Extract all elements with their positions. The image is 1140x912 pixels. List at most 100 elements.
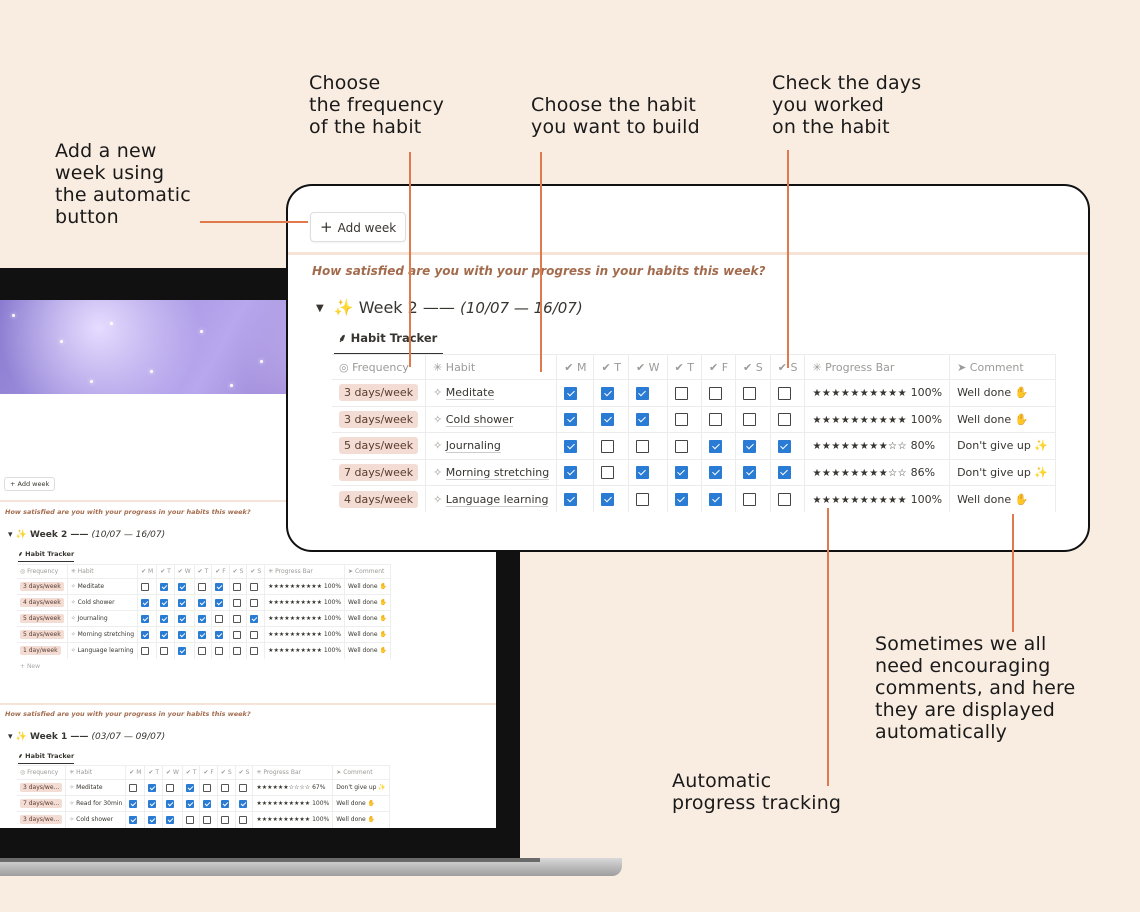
column-header[interactable]: ◎ Frequency [17,765,67,780]
column-header[interactable]: ✔ T [667,354,703,380]
tab-habit-tracker[interactable]: ⸙ Habit Tracker [18,549,75,562]
day-checkbox-cell[interactable] [182,795,201,812]
day-checkbox-cell[interactable] [174,594,195,611]
unchecked-checkbox[interactable] [250,598,259,607]
day-checkbox-cell[interactable] [667,485,703,512]
unchecked-checkbox[interactable] [635,492,649,506]
day-checkbox-cell[interactable] [144,779,163,796]
day-checkbox-cell[interactable] [182,779,201,796]
day-checkbox-cell[interactable] [194,578,213,595]
day-checkbox-cell[interactable] [194,610,213,627]
checked-checkbox[interactable] [197,630,206,639]
day-checkbox-cell[interactable] [162,811,183,828]
day-checkbox-cell[interactable] [556,485,595,512]
habit-cell[interactable]: ✧ Meditate [65,779,127,796]
checked-checkbox[interactable] [709,439,722,453]
day-checkbox-cell[interactable] [556,432,595,459]
day-checkbox-cell[interactable] [229,626,248,643]
checked-checkbox[interactable] [160,582,169,591]
toggle-triangle-icon[interactable]: ▾ [8,530,13,540]
day-checkbox-cell[interactable] [246,642,266,659]
unchecked-checkbox[interactable] [777,413,791,426]
day-checkbox-cell[interactable] [137,642,158,659]
unchecked-checkbox[interactable] [250,630,259,639]
day-checkbox-cell[interactable] [125,779,146,796]
day-checkbox-cell[interactable] [770,432,806,459]
frequency-cell[interactable]: 3 days/week [332,405,427,433]
day-checkbox-cell[interactable] [667,432,703,459]
frequency-cell[interactable]: 5 days/week [332,432,427,459]
habit-cell[interactable]: ✧ Language learning [67,642,139,659]
column-header[interactable]: ✳ Habit [67,564,139,579]
day-checkbox-cell[interactable] [667,379,703,406]
column-header[interactable]: ✔ W [162,765,183,780]
day-checkbox-cell[interactable] [174,642,195,659]
day-checkbox-cell[interactable] [156,642,175,659]
frequency-cell[interactable]: 7 days/week [332,458,427,486]
frequency-cell[interactable]: 4 days/week [332,485,427,512]
checked-checkbox[interactable] [601,413,615,426]
week-2-heading[interactable]: ▾ ✨ Week 2 —— (10/07 — 16/07) [8,530,165,540]
toggle-triangle-icon[interactable]: ▼ [316,303,324,314]
unchecked-checkbox[interactable] [166,783,174,792]
unchecked-checkbox[interactable] [743,492,757,506]
day-checkbox-cell[interactable] [770,405,806,433]
checked-checkbox[interactable] [601,386,615,400]
column-header[interactable]: ◎ Frequency [17,564,68,579]
habit-cell[interactable]: ✧ Morning stretching [67,626,139,643]
frequency-cell[interactable]: 7 days/we... [17,795,67,812]
checked-checkbox[interactable] [160,630,169,639]
unchecked-checkbox[interactable] [203,783,212,792]
day-checkbox-cell[interactable] [735,485,771,512]
add-week-button[interactable]: +Add week [310,212,407,242]
day-checkbox-cell[interactable] [156,610,175,627]
checked-checkbox[interactable] [141,614,150,623]
checked-checkbox[interactable] [635,413,649,426]
day-checkbox-cell[interactable] [770,379,806,406]
week-2-heading[interactable]: ▼✨ Week 2 —— (10/07 — 16/07) [316,298,583,317]
day-checkbox-cell[interactable] [199,811,218,828]
checked-checkbox[interactable] [743,466,757,479]
unchecked-checkbox[interactable] [709,386,722,400]
day-checkbox-cell[interactable] [667,458,703,486]
column-header[interactable]: ✔ F [199,765,218,780]
day-checkbox-cell[interactable] [593,458,629,486]
day-checkbox-cell[interactable] [628,485,668,512]
new-row-button[interactable]: + New [20,663,41,670]
day-checkbox-cell[interactable] [770,458,806,486]
add-week-button[interactable]: + Add week [4,477,56,491]
unchecked-checkbox[interactable] [232,630,241,639]
day-checkbox-cell[interactable] [144,811,163,828]
habit-cell[interactable]: ✧ Journaling [425,432,558,459]
day-checkbox-cell[interactable] [593,405,629,433]
day-checkbox-cell[interactable] [162,779,183,796]
checked-checkbox[interactable] [564,439,578,453]
day-checkbox-cell[interactable] [667,405,703,433]
checked-checkbox[interactable] [674,466,688,479]
day-checkbox-cell[interactable] [246,626,266,643]
day-checkbox-cell[interactable] [229,610,248,627]
day-checkbox-cell[interactable] [174,626,195,643]
day-checkbox-cell[interactable] [770,485,806,512]
column-header[interactable]: ✔ S [246,564,266,579]
checked-checkbox[interactable] [635,386,649,400]
column-header[interactable]: ✳ Habit [65,765,127,780]
unchecked-checkbox[interactable] [220,815,229,824]
checked-checkbox[interactable] [743,439,757,453]
day-checkbox-cell[interactable] [701,379,737,406]
checked-checkbox[interactable] [215,598,224,607]
checked-checkbox[interactable] [674,492,688,506]
checked-checkbox[interactable] [160,598,169,607]
column-header[interactable]: ➤ Comment [332,765,390,780]
unchecked-checkbox[interactable] [197,582,206,591]
day-checkbox-cell[interactable] [701,432,737,459]
tab-habit-tracker[interactable]: ⸙ Habit Tracker [334,331,444,355]
unchecked-checkbox[interactable] [601,439,615,453]
checked-checkbox[interactable] [177,630,186,639]
column-header[interactable]: ✔ S [735,354,771,380]
column-header[interactable]: ➤ Comment [949,354,1057,380]
column-header[interactable]: ➤ Comment [344,564,391,579]
unchecked-checkbox[interactable] [777,492,791,506]
checked-checkbox[interactable] [220,799,229,808]
frequency-cell[interactable]: 5 days/week [17,610,68,627]
